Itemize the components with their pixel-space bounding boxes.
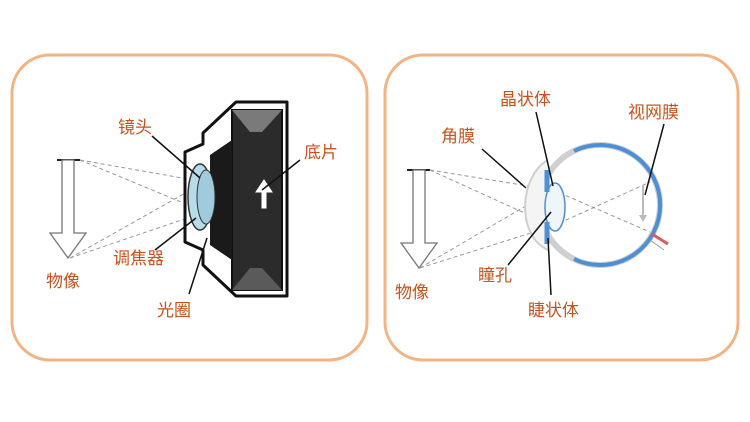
eye-panel: 晶状体 角膜 视网膜 物像 瞳孔 睫状体 [383,53,740,362]
optic-nerve [651,232,669,246]
label-film: 底片 [304,143,338,163]
retina-image-arrow [639,186,647,222]
label-crystalline-lens: 晶状体 [500,90,551,110]
retina-arc [573,143,663,267]
eyeball [524,142,669,268]
eye-pointer-lines [481,111,665,296]
label-lens: 镜头 [118,118,152,138]
eye-object-arrow [399,169,439,270]
cornea-bulge [524,159,549,251]
label-object-image-camera: 物像 [46,272,80,292]
camera-lens [187,163,216,231]
camera-body [183,100,289,298]
label-retina: 视网膜 [628,103,679,123]
camera-panel: 镜头 底片 调焦器 物像 光圈 [10,53,369,362]
camera-object-arrow [48,159,88,260]
label-object-image-eye: 物像 [395,283,429,303]
label-cornea: 角膜 [441,127,475,147]
label-focus: 调焦器 [113,249,164,269]
label-ciliary-body: 睫状体 [528,301,579,321]
label-aperture: 光圈 [157,301,191,321]
camera-pointer-lines [151,135,301,295]
crystalline-lens-shape [544,182,566,232]
label-pupil: 瞳孔 [478,266,512,286]
optic-nerve-edge [649,239,665,251]
